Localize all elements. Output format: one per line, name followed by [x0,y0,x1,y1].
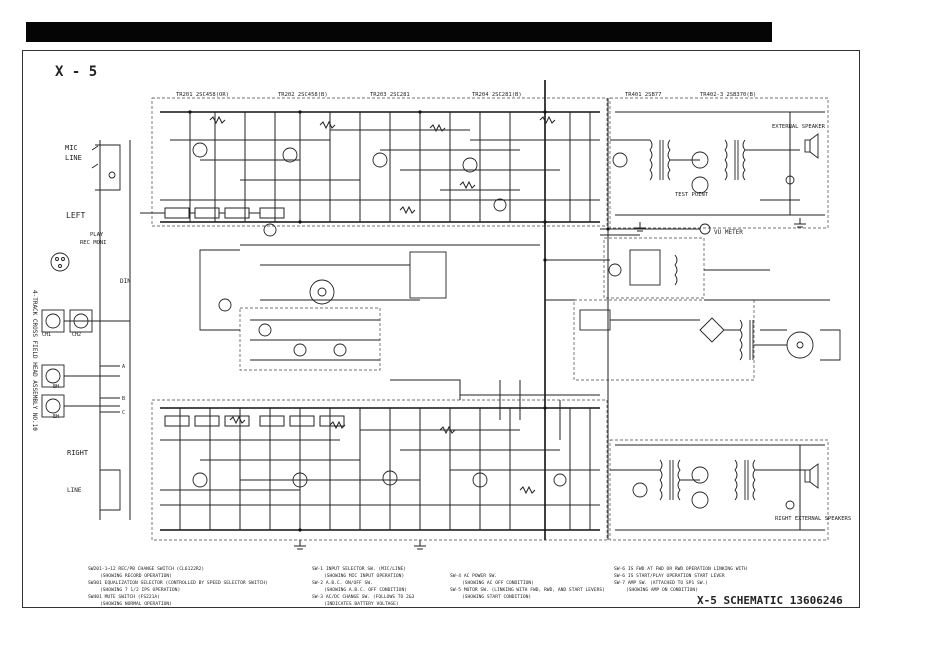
right-channel-label: RIGHT [67,449,89,457]
note-col2-line3: SW-2 A.B.C. ON/OFF SW. [312,580,373,586]
bias-oscillator [608,249,678,286]
bias-osc-enclosure [603,237,705,299]
note-col1-line5: SW401 MUTE SWITCH (FS221A) [88,594,160,600]
head-assembly [41,309,130,418]
note-col2-line6: (INDICATES BATTERY VOLTAGE) [324,601,399,607]
note-col3-line4: (SHOWING START CONDITION) [462,594,531,600]
tr201-label: TR201 2SC458(OR) [176,92,229,98]
schematic-frame [22,50,860,608]
right-external-speakers-label: RIGHT EXTERNAL SPEAKERS [775,516,851,522]
note-col1-line6: (SHOWING NORMAL OPERATION) [100,601,172,607]
output-stage-transistors [612,151,709,509]
power-amp-wiring [610,111,825,531]
test-point-label: TEST POINT [675,192,709,198]
note-col1-line1: SW201-1~12 REC/PB CHANGE SWITCH (CL6122R… [88,566,204,572]
right-transistors [192,470,567,488]
motor-section [199,244,540,361]
footer-notes: SW201-1~12 REC/PB CHANGE SWITCH (CL6122R… [88,566,747,607]
note-col2-line4: (SHOWING A.B.C. OFF CONDITION) [324,587,407,593]
tr401-label: TR401 2SB77 [625,92,661,98]
play-label: PLAY [90,232,104,238]
power-amp-enclosure [609,97,829,229]
note-col2-line1: SW-1 INPUT SELECTOR SW. (MIC/LINE) [312,566,406,572]
note-col4-line3: SW-7 AMP SW. (ATTACHED TO SP1 SW.) [614,580,708,586]
mic-label: MIC [65,144,78,152]
speaker-jack-right [785,500,795,510]
note-col3-line3: SW-5 MOTOR SW. (LINKING WITH FWD, RWD, A… [450,587,605,593]
switch-bank-left [140,207,285,219]
din-label: DIN [120,278,131,285]
note-col4-line2: SW-6 IS START/PLAY OPERATION START LEVER [614,573,725,579]
input-jacks [50,144,121,511]
ch2-label: CH2 [72,332,81,338]
right-resistors [229,415,536,495]
speaker-jack-left [785,175,795,185]
note-col3-line1: SW-4 AC POWER SW. [450,573,497,579]
ground-symbols [294,218,806,550]
note-col1-line4: (SHOWING 7 1/2 IPS OPERATION) [100,587,180,593]
note-col2-line2: (SHOWING MIC INPUT OPERATION) [324,573,404,579]
left-amp-enclosure [151,97,608,227]
left-resistors [209,115,556,215]
line-right-label: LINE [67,487,82,494]
header-bar [26,22,772,42]
node-b: B [122,396,125,402]
note-col2-line5: SW-3 AC/DC CHANGE SW. (FOLLOWS TO 2&3 [312,594,415,600]
note-col3-line2: (SHOWING AC OFF CONDITION) [462,580,534,586]
note-col1-line3: SW301 EQUALIZATION SELECTOR (CONTROLLED … [88,580,268,586]
model-label: X - 5 [55,64,97,80]
tr203-label: TR203 2SC281 [370,92,410,98]
speaker-symbols [804,133,819,489]
ch1-label: CH1 [42,332,51,338]
motor-transistors [218,298,347,357]
note-col1-line2: (SHOWING RECORD OPERATION) [100,573,172,579]
left-transistors [192,142,507,237]
node-c: C [122,410,125,416]
tr402-label: TR402-3 2SB370(B) [700,92,756,98]
vu-meter-label: VU METER [714,229,743,236]
external-speaker-label: EXTERNAL SPEAKER [772,124,826,130]
junction-dots [188,110,610,532]
schematic-title: X-5 SCHEMATIC 13606246 [697,594,843,607]
right-power-enclosure [609,439,829,541]
power-supply-enclosure [573,299,755,381]
tr204-label: TR204 2SC281(B) [472,92,522,98]
head-assembly-label: 4-TRACK CROSS FIELD HEAD ASSEMBLY NO.10 [31,290,38,431]
note-col4-line4: (SHOWING AMP ON CONDITION) [626,587,698,593]
motor-control-enclosure [239,307,381,371]
rec-mon-label: REC MONI [80,240,107,246]
vu-meter-symbol [699,223,711,235]
right-amp-enclosure [151,399,608,541]
tr202-label: TR202 2SC458(B) [278,92,328,98]
line-left-label: LINE [65,154,82,162]
left-stage-wiring [170,112,600,222]
left-channel-label: LEFT [66,211,85,220]
connection-lines [390,234,830,440]
note-col4-line1: SW-6 IS FWD AT FWD OR RWD OPERATION LINK… [614,566,747,572]
node-a: A [122,364,125,370]
power-supply [579,309,841,361]
switch-bank-right [164,415,345,427]
